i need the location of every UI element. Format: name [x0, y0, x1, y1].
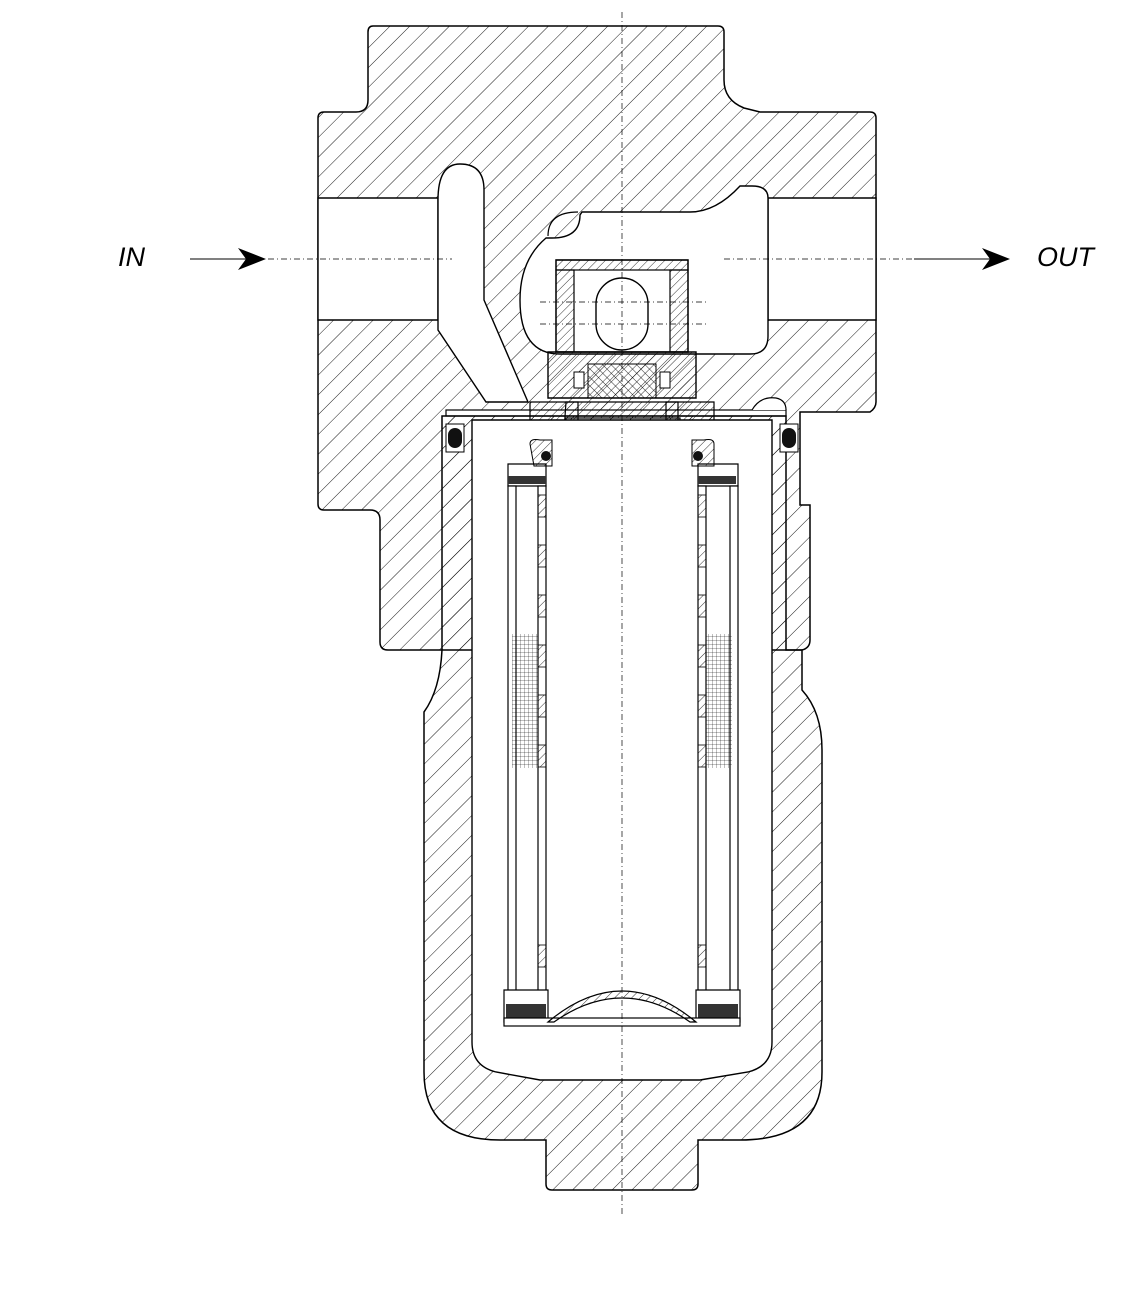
- valve-lock-right: [659, 371, 671, 389]
- filter-bowl: [423, 415, 823, 1191]
- bottom-dome: [546, 990, 698, 1023]
- flow-arrows: [190, 248, 1010, 270]
- inlet-arrow: [190, 248, 266, 270]
- inlet-passage: [437, 163, 530, 403]
- outlet-label: OUT: [1037, 242, 1094, 272]
- outlet-arrow: [914, 248, 1010, 270]
- valve-cage-right: [669, 269, 689, 353]
- chamber-notch: [547, 211, 579, 237]
- valve-cage-left: [555, 269, 575, 353]
- inlet-label: IN: [118, 242, 145, 272]
- filter-media-left: [512, 634, 538, 768]
- filter-media-right: [706, 634, 732, 768]
- tube-perforations: [537, 494, 707, 968]
- centerlines: [268, 12, 914, 1214]
- filter-element: [503, 439, 741, 1027]
- seat-bump: [751, 397, 787, 411]
- valve-lock-left: [573, 371, 585, 389]
